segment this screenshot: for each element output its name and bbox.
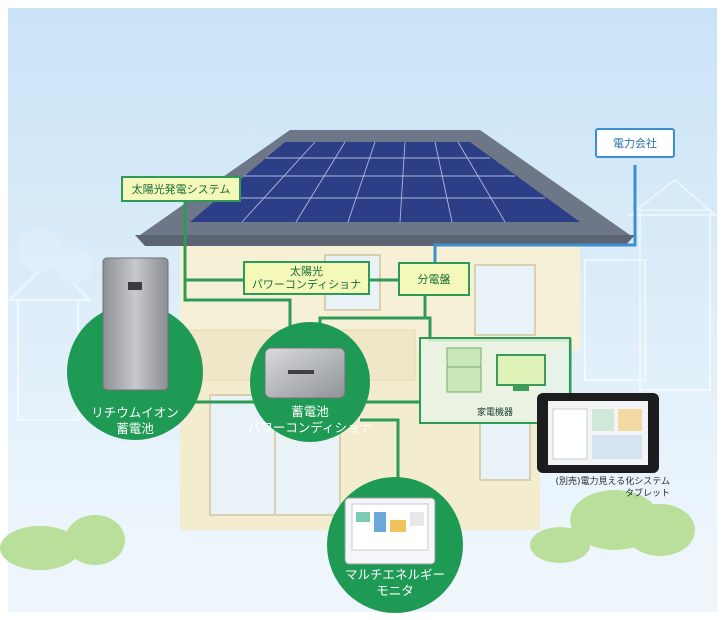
solar-system-text: 太陽光発電システム: [131, 182, 231, 196]
battery-pcs-text-2: パワーコンディショナ: [247, 420, 373, 435]
lithium-battery-unit: [102, 257, 169, 391]
lithium-battery-label: リチウムイオン 蓄電池: [80, 405, 190, 437]
appliances-label: 家電機器: [476, 408, 513, 418]
refrigerator-icon: [446, 347, 482, 393]
tablet-label: (別売)電力見える化システム タブレット: [530, 476, 670, 500]
monitor-label: マルチエネルギー モニタ: [330, 567, 460, 599]
solar-pcs-text-1: 太陽光: [290, 265, 323, 278]
solar-system-label: 太陽光発電システム: [121, 176, 241, 202]
solar-panels: [190, 141, 580, 223]
battery-pcs-text-1: 蓄電池: [291, 404, 329, 419]
monitor-text-2: モニタ: [376, 583, 414, 598]
solar-pcs-label: 太陽光 パワーコンディショナ: [243, 261, 370, 295]
blue-wire: [433, 165, 637, 262]
solar-pcs-text-2: パワーコンディショナ: [251, 278, 362, 291]
tv-icon: [496, 354, 546, 391]
lithium-battery-text-2: 蓄電池: [116, 421, 154, 436]
power-company-label: 電力会社: [595, 128, 675, 158]
lithium-battery-text-1: リチウムイオン: [91, 405, 179, 420]
tablet-text-1: (別売)電力見える化システム: [555, 477, 670, 487]
background-scenery: [7, 178, 718, 421]
roof-edge: [135, 235, 635, 246]
battery-pcs-label: 蓄電池 パワーコンディショナ: [245, 404, 375, 436]
tablet-text-2: タブレット: [624, 489, 670, 499]
hedge: [0, 490, 695, 570]
distribution-board-label: 分電盤: [398, 262, 470, 296]
power-company-text: 電力会社: [613, 137, 657, 150]
monitor-text-1: マルチエネルギー: [344, 567, 445, 582]
distribution-board-text: 分電盤: [417, 272, 451, 286]
